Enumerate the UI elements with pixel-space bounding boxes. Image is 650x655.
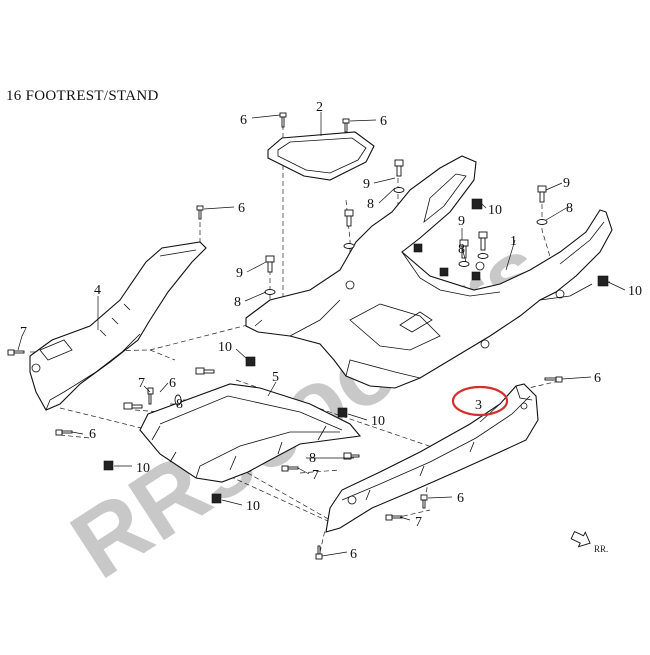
bolt-icon bbox=[343, 452, 352, 460]
callout-8: 8 bbox=[566, 201, 573, 216]
callout-5: 5 bbox=[272, 370, 279, 385]
callout-4: 4 bbox=[94, 283, 101, 298]
hardware-clip-nuts bbox=[103, 198, 609, 504]
leader-lines bbox=[17, 112, 626, 557]
bolt-icon bbox=[343, 209, 355, 249]
screw-icon bbox=[315, 545, 323, 560]
callout-1: 1 bbox=[510, 234, 517, 249]
bolt-icon bbox=[264, 255, 276, 295]
callout-9: 9 bbox=[236, 266, 243, 281]
clip-nut-icon bbox=[413, 243, 423, 253]
clip-nut-icon bbox=[471, 198, 483, 210]
part-main-floor-panel bbox=[245, 155, 613, 389]
callout-10: 10 bbox=[136, 461, 150, 476]
part-floor-cover bbox=[267, 131, 375, 181]
callout-8: 8 bbox=[176, 397, 183, 412]
callout-6: 6 bbox=[238, 201, 245, 216]
direction-label: RR. bbox=[594, 544, 608, 554]
callout-6: 6 bbox=[169, 376, 176, 391]
screw-icon bbox=[544, 376, 563, 383]
callout-7: 7 bbox=[312, 468, 319, 483]
callout-9: 9 bbox=[363, 177, 370, 192]
page-title: 16 FOOTREST/STAND bbox=[6, 88, 159, 104]
callout-6: 6 bbox=[457, 491, 464, 506]
callout-6: 6 bbox=[594, 371, 601, 386]
callout-numbers: 2 6 6 6 9 8 9 8 9 8 9 8 10 10 1 4 7 10 5… bbox=[20, 100, 642, 562]
bolt-icon bbox=[536, 185, 548, 225]
screw-icon bbox=[147, 387, 154, 405]
direction-indicator: RR. bbox=[570, 530, 608, 554]
callout-10: 10 bbox=[371, 414, 385, 429]
callout-9: 9 bbox=[458, 214, 465, 229]
callout-7: 7 bbox=[20, 325, 27, 340]
part-right-side-cover bbox=[325, 383, 539, 533]
callout-10: 10 bbox=[488, 203, 502, 218]
clip-nut-icon bbox=[439, 267, 449, 277]
screw-icon bbox=[385, 514, 403, 521]
callout-7: 7 bbox=[415, 515, 422, 530]
bolt-icon bbox=[174, 367, 215, 406]
screw-icon bbox=[196, 205, 204, 220]
callout-2: 2 bbox=[316, 100, 323, 115]
callout-8: 8 bbox=[234, 295, 241, 310]
screw-icon bbox=[420, 494, 428, 509]
bolt-icon bbox=[477, 231, 489, 259]
callout-8: 8 bbox=[458, 242, 465, 257]
screw-icon bbox=[342, 118, 350, 133]
callout-6: 6 bbox=[380, 114, 387, 129]
clip-nut-icon bbox=[103, 460, 114, 471]
highlight-ring bbox=[451, 385, 509, 417]
callout-10: 10 bbox=[246, 499, 260, 514]
bolt-icon bbox=[123, 402, 143, 410]
clip-nut-icon bbox=[245, 356, 256, 367]
callout-6: 6 bbox=[89, 427, 96, 442]
callout-8: 8 bbox=[367, 197, 374, 212]
clip-nut-icon bbox=[597, 275, 609, 287]
clip-nut-icon bbox=[211, 493, 222, 504]
callout-7: 7 bbox=[138, 376, 145, 391]
hardware-bolts bbox=[123, 159, 548, 460]
screw-icon bbox=[279, 112, 287, 128]
callout-8: 8 bbox=[309, 451, 316, 466]
callout-10: 10 bbox=[628, 284, 642, 299]
bolt-icon bbox=[393, 159, 405, 193]
direction-arrow-icon bbox=[570, 530, 591, 548]
screw-icon bbox=[55, 429, 73, 436]
screw-icon bbox=[7, 349, 25, 356]
clip-nut-icon bbox=[471, 271, 481, 281]
callout-6: 6 bbox=[350, 547, 357, 562]
callout-10: 10 bbox=[218, 340, 232, 355]
part-under-cover bbox=[139, 383, 362, 483]
callout-3: 3 bbox=[475, 398, 482, 413]
clip-nut-icon bbox=[337, 407, 348, 418]
callout-9: 9 bbox=[563, 176, 570, 191]
bolt-icon bbox=[458, 239, 470, 267]
part-left-side-cover bbox=[29, 241, 207, 411]
callout-6: 6 bbox=[240, 113, 247, 128]
